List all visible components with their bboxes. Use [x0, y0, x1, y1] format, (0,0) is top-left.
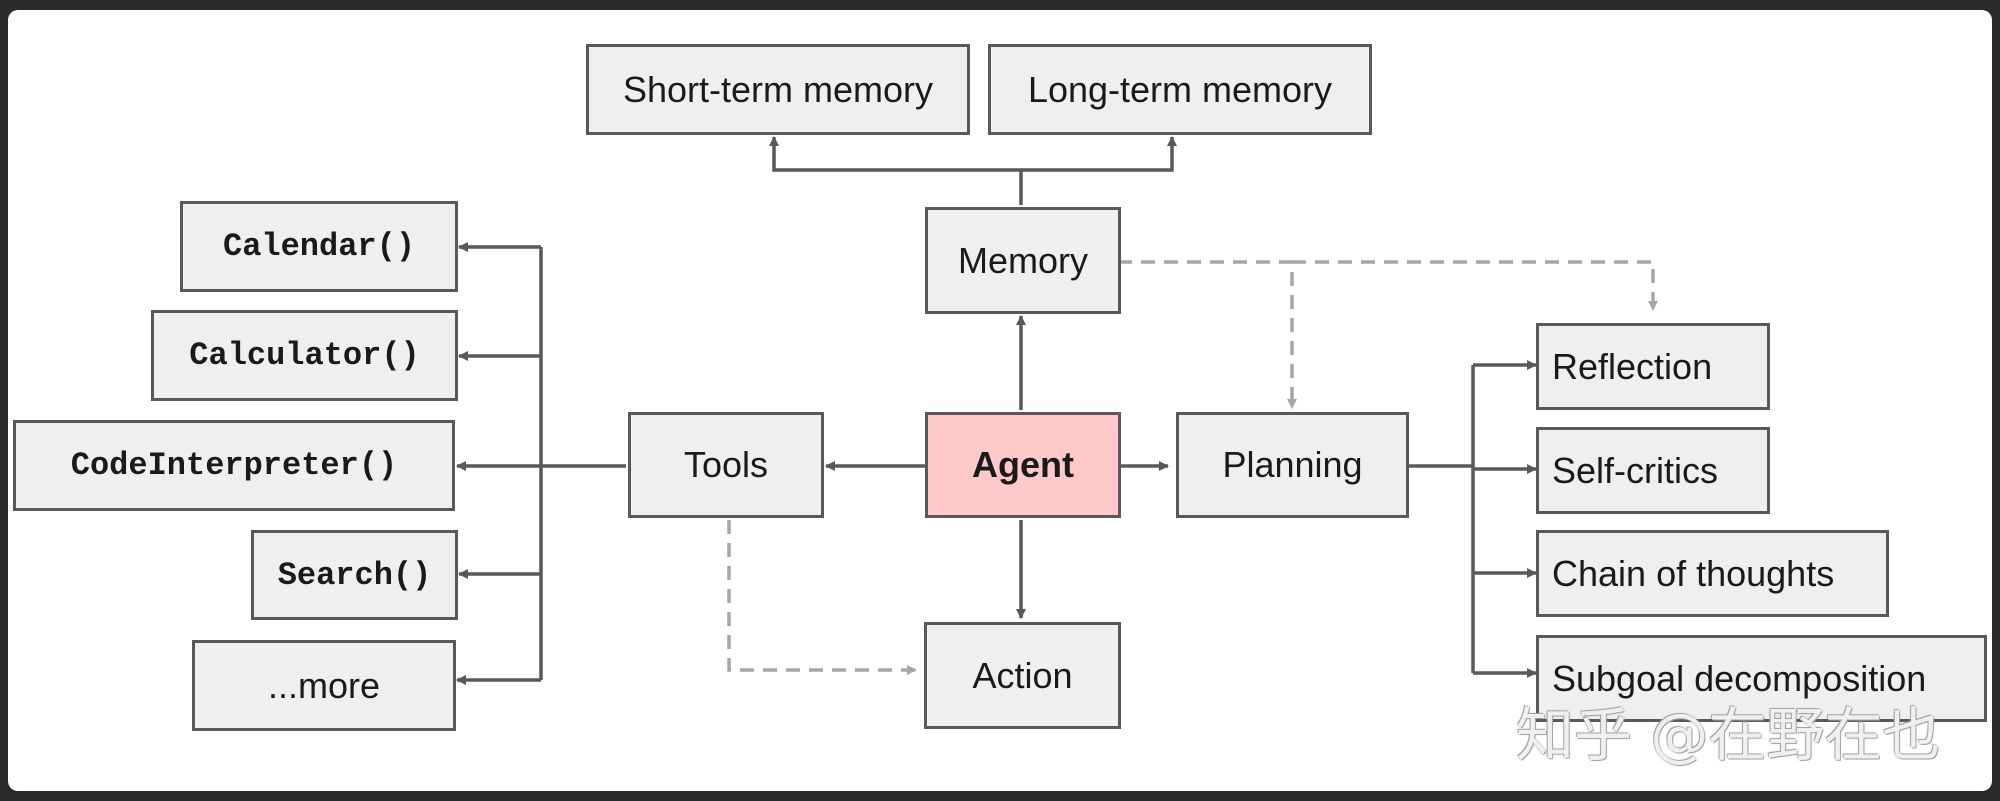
tool-calculator-node: Calculator() — [151, 310, 458, 401]
agent-node: Agent — [925, 412, 1121, 518]
tools-node: Tools — [628, 412, 824, 518]
planning-bus — [1409, 365, 1475, 673]
tool-search-node: Search() — [251, 530, 458, 620]
subgoal-decomposition-node: Subgoal decomposition — [1536, 635, 1987, 722]
memory-to-short-term-arrow — [769, 136, 1023, 205]
tools-bus — [539, 247, 626, 680]
tools-to-action-dashed-arrow — [727, 520, 917, 675]
chain-of-thoughts-node: Chain of thoughts — [1536, 530, 1889, 617]
memory-to-long-term-arrow — [1021, 136, 1177, 172]
long-term-memory-node: Long-term memory — [988, 44, 1372, 135]
memory-to-reflection-dashed-arrow — [1292, 260, 1658, 311]
diagram-canvas: Short-term memory Long-term memory Memor… — [8, 10, 1992, 791]
action-node: Action — [924, 622, 1121, 729]
tool-more-node: ...more — [192, 640, 456, 731]
planning-node: Planning — [1176, 412, 1409, 518]
tool-calendar-node: Calendar() — [180, 201, 458, 292]
connector-layer — [456, 136, 1658, 685]
memory-to-planning-dashed-arrow — [1118, 260, 1297, 409]
tool-code-interpreter-node: CodeInterpreter() — [13, 420, 455, 511]
watermark: 知乎 @在野在也 — [1516, 701, 1941, 769]
self-critics-node: Self-critics — [1536, 427, 1770, 514]
memory-node: Memory — [925, 207, 1121, 314]
short-term-memory-node: Short-term memory — [586, 44, 970, 135]
reflection-node: Reflection — [1536, 323, 1770, 410]
